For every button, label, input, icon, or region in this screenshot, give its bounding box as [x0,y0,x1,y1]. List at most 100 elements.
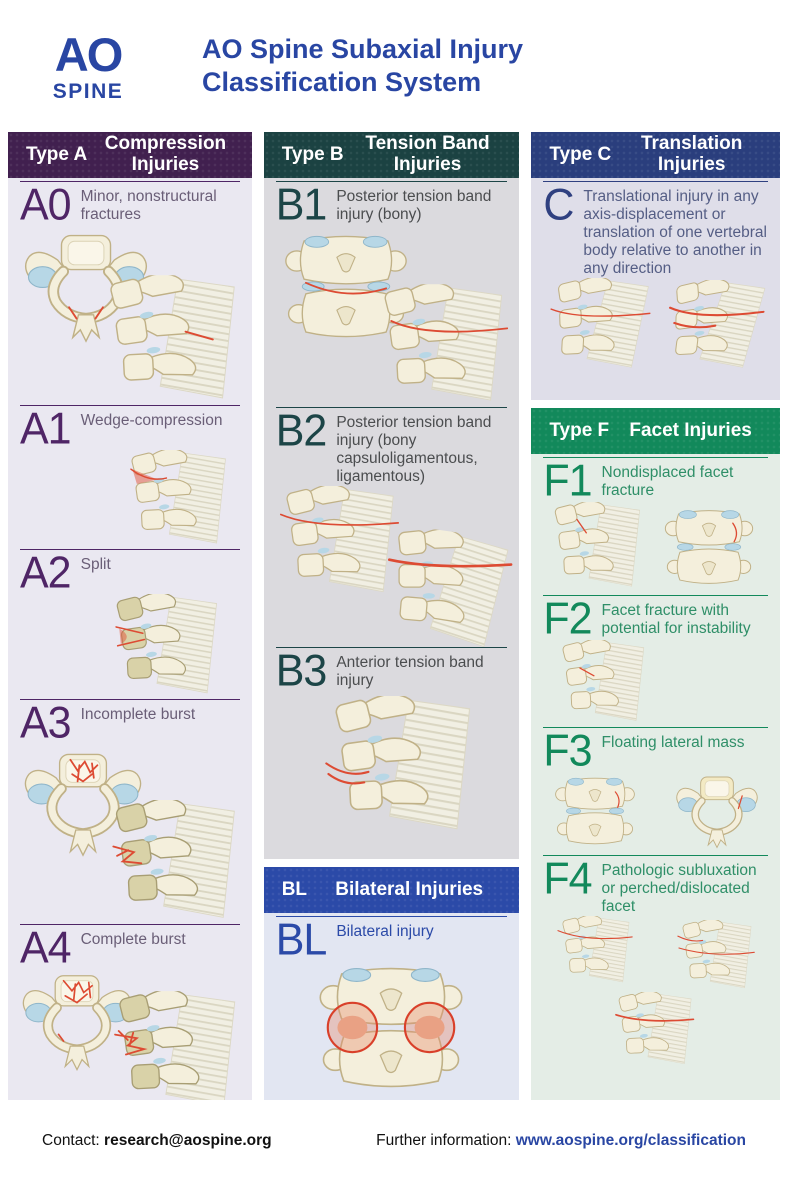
contact-email-link[interactable]: research@aospine.org [104,1132,272,1149]
lateral-spine-illustration [96,275,242,402]
contact-label: Contact: [42,1132,100,1149]
spacer [263,859,520,867]
axial-vertebra-illustration [20,747,146,859]
item-description: Nondisplaced facet fracture [601,464,734,499]
item-description: Posterior tension band injury (bony caps… [336,414,492,486]
further-info-line: Further information: www.aospine.org/cla… [376,1132,746,1150]
item-code: C [543,180,574,230]
posterior-vertebrae-illustration [545,774,645,848]
type-f-label: Type F [549,420,610,441]
divider [20,699,240,701]
lateral-spine-illustration [371,284,509,404]
a4-illustration [18,969,242,1100]
a3-illustration [18,745,242,921]
c-illustration [541,278,770,370]
item-description: Complete burst [80,930,186,948]
type-b-label: Type B [281,144,344,165]
item-f4: F4 Pathologic subluxation or perched/dis… [541,854,770,916]
type-a-header: Type A Compression Injuries [8,132,252,178]
divider [543,855,769,857]
f4-illustration [541,916,770,1066]
column-type-c-f: Type C Translation Injuries C Translatio… [531,132,781,1100]
posterior-vertebrae-circled-illustration [316,961,466,1094]
type-b-header: Type B Tension Band Injuries [263,132,520,178]
bl-header: BL Bilateral Injuries [263,867,520,913]
page-title: AO Spine Subaxial Injury Classification … [202,34,524,97]
a1-illustration [18,450,242,546]
lateral-spine-illustration [115,594,228,696]
a2-illustration [18,594,242,696]
divider [543,181,769,182]
type-c-header: Type C Translation Injuries [531,132,781,178]
item-description: Anterior tension band injury [336,654,484,689]
b2-illustration [274,486,513,644]
f3-illustration [541,772,770,852]
type-f-body: F1 Nondisplaced facet fracture F2 Facet … [531,454,781,1100]
type-a-name: Compression Injuries [104,133,227,175]
header: AO SPINE AO Spine Subaxial Injury Classi… [0,0,788,132]
item-a1: A1 Wedge-compression [18,404,242,455]
item-a0: A0 Minor, nonstructural fractures [18,183,242,228]
classification-url-link[interactable]: www.aospine.org/classification [515,1132,746,1149]
item-code: BL [275,915,328,965]
item-code: A2 [20,548,72,599]
b3-illustration [274,692,510,842]
item-description: Wedge-compression [80,412,223,430]
b1-illustration [274,226,510,404]
footer: Contact: research@aospine.org Further in… [0,1100,788,1182]
posterior-vertebrae-illustration [282,230,410,343]
type-b-name: Tension Band Injuries [365,133,490,175]
lateral-spine-illustration [615,992,695,1066]
divider [275,916,508,917]
item-code: F4 [543,854,592,905]
item-c: C Translational injury in any axis-displ… [541,180,770,278]
type-a-label: Type A [26,144,88,165]
axial-vertebra-illustration [18,969,136,1073]
ao-logo-subtext: SPINE [52,79,124,103]
lateral-spine-illustration [113,991,242,1100]
item-code: A1 [20,404,72,455]
classification-grid: Type A Compression Injuries A0 Minor, no… [0,132,788,1100]
lateral-spine-illustration [324,696,478,833]
item-b1: B1 Posterior tension band injury (bony) [274,180,510,230]
a0-illustration [18,226,242,402]
item-description: Bilateral injury [336,923,434,940]
lateral-spine-illustration [537,278,651,370]
type-c-body: C Translational injury in any axis-displ… [531,178,781,400]
item-description: Floating lateral mass [601,734,745,752]
divider [275,181,508,182]
f1-illustration [541,502,770,592]
ao-spine-logo: AO SPINE [40,31,136,102]
type-c-name: Translation Injuries [640,133,743,175]
item-code: B3 [275,646,328,696]
f2-illustration [541,640,770,724]
item-a3: A3 Incomplete burst [18,701,242,746]
posterior-vertebrae-illustration [650,506,768,588]
lateral-spine-illustration [112,800,242,921]
item-code: B1 [275,180,328,230]
item-description: Incomplete burst [80,706,196,724]
item-bl: BL Bilateral injury [274,915,510,965]
axial-vertebra-illustration [20,228,152,345]
lateral-spine-illustration [545,502,645,589]
item-description: Minor, nonstructural fractures [80,188,217,223]
divider [275,647,508,648]
lateral-spine-illustration [553,640,649,723]
ao-logo-mark: AO [54,27,124,81]
lateral-spine-illustration [648,280,776,370]
item-f3: F3 Floating lateral mass [541,729,770,774]
type-a-body: A0 Minor, nonstructural fractures A1 Wed… [8,178,252,1100]
lateral-spine-illustration [129,450,236,546]
item-description: Pathologic subluxation or perched/disloc… [601,862,757,916]
divider [543,727,769,729]
lateral-spine-illustration [557,916,634,984]
item-description: Translational injury in any axis-displac… [583,188,767,277]
item-b3: B3 Anterior tension band injury [274,646,510,696]
type-c-label: Type C [549,144,612,165]
bl-illustration [274,961,510,1097]
item-b2: B2 Posterior tension band injury (bony c… [274,409,510,486]
bl-label: BL [281,879,308,900]
type-f-name: Facet Injuries [629,419,752,441]
column-type-b: Type B Tension Band Injuries B1 Posterio… [263,132,520,1100]
